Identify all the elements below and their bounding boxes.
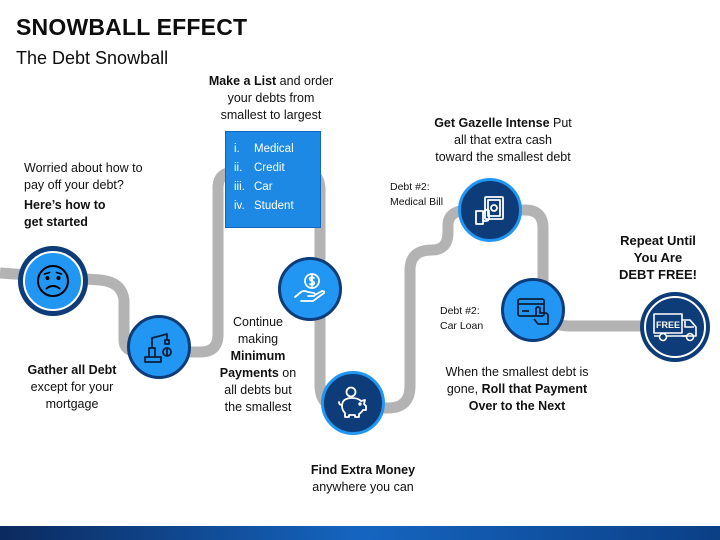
bottom-bar (0, 526, 720, 540)
list-item: iv.Student (234, 200, 294, 212)
finish-circle: FREE (640, 292, 710, 362)
page-subtitle: The Debt Snowball (16, 48, 169, 68)
cash-hand-icon (475, 196, 504, 225)
list-text: Make a List and order your debts from sm… (208, 74, 334, 122)
worried-face-icon (23, 251, 83, 311)
rollover-text: When the smallest debt is gone, Roll tha… (445, 365, 589, 413)
page-title: SNOWBALL EFFECT (16, 14, 248, 40)
gazelle-text: Get Gazelle Intense Put all that extra c… (434, 116, 572, 164)
minimum-circle (278, 257, 342, 321)
free-label: FREE (656, 320, 680, 330)
extra-text: Find Extra Money anywhere you can (310, 463, 416, 494)
rollover-tag: Debt #2: Car Loan (440, 305, 484, 332)
start-circle (18, 246, 88, 316)
crane-icon (144, 333, 172, 363)
credit-card-hand-icon (517, 298, 549, 325)
extra-circle (321, 371, 385, 435)
list-item: iii.Car (234, 181, 273, 193)
rollover-circle (501, 278, 565, 342)
list-item: i.Medical (234, 143, 294, 155)
piggy-bank-icon (338, 386, 367, 418)
start-text: Worried about how to pay off your debt? … (24, 161, 143, 229)
minimum-text: Continue making Minimum Payments on all … (219, 315, 297, 414)
gather-circle (127, 315, 191, 379)
gather-text: Gather all Debt except for your mortgage (27, 363, 117, 411)
gazelle-circle (458, 178, 522, 242)
gazelle-tag: Debt #2: Medical Bill (390, 181, 444, 208)
finish-text: Repeat Until You Are DEBT FREE! (619, 233, 697, 282)
debt-list-box: i.Medical ii.Credit iii.Car iv.Student (225, 131, 321, 228)
hand-dollar-icon (294, 273, 326, 302)
list-item: ii.Credit (234, 162, 285, 174)
free-truck-icon: FREE (644, 296, 706, 358)
